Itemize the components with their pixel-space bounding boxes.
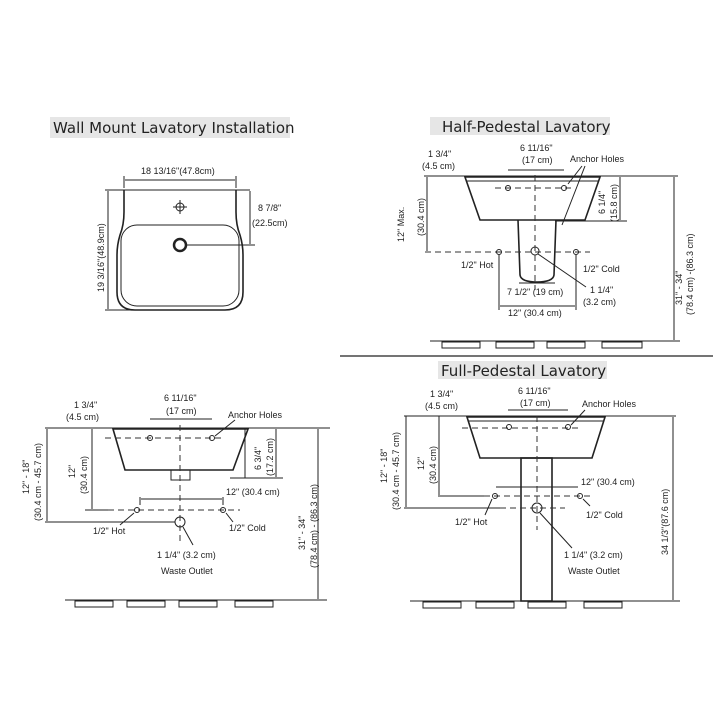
depth-cm: (15.8 cm) bbox=[609, 184, 619, 222]
supply-height-in: 12" bbox=[67, 465, 77, 478]
supply-height-cm: (30.4 cm) bbox=[428, 446, 438, 484]
anchor-holes-label: Anchor Holes bbox=[570, 154, 625, 164]
height-in: 31" - 34" bbox=[297, 516, 307, 550]
drain-distance-in: 8 7/8" bbox=[258, 203, 281, 213]
full-pedestal-title: Full-Pedestal Lavatory bbox=[441, 362, 606, 380]
anchor-holes-label: Anchor Holes bbox=[228, 410, 283, 420]
anchor-spacing-cm: (17 cm) bbox=[166, 406, 197, 416]
basin-side bbox=[111, 428, 250, 471]
range-cm: (30.4 cm - 45.7 cm) bbox=[33, 443, 43, 521]
waste-size-cm: (3.2 cm) bbox=[583, 297, 616, 307]
waste-size: 1 1/4" (3.2 cm) bbox=[157, 550, 216, 560]
waste-outlet-label: Waste Outlet bbox=[161, 566, 213, 576]
offset-cm: (4.5 cm) bbox=[425, 401, 458, 411]
anchor-spacing-cm: (17 cm) bbox=[522, 155, 553, 165]
depth-label: 19 3/16"(48.9cm) bbox=[96, 223, 106, 292]
waste-size-in: 1 1/4" bbox=[590, 285, 613, 295]
wall-mount-title: Wall Mount Lavatory Installation bbox=[53, 119, 295, 137]
hot-label: 1/2" Hot bbox=[93, 526, 126, 536]
height-cm: (78.4 cm) -(86.3 cm) bbox=[685, 233, 695, 315]
cold-supply bbox=[577, 493, 583, 499]
max-height-cm: (30.4 cm) bbox=[416, 198, 426, 236]
wall-mount-side-view: 1 3/4" (4.5 cm) 6 11/16" (17 cm) Anchor … bbox=[21, 393, 330, 608]
wall-mount-top-view: Wall Mount Lavatory Installation 18 13/1… bbox=[50, 117, 295, 311]
hot-supply bbox=[496, 249, 502, 255]
drain-distance-cm: (22.5cm) bbox=[252, 218, 288, 228]
offset-cm: (4.5 cm) bbox=[422, 161, 455, 171]
offset-in: 1 3/4" bbox=[428, 149, 451, 159]
supply-spacing: 12" (30.4 cm) bbox=[581, 477, 635, 487]
waste-outlet bbox=[530, 246, 540, 256]
supply-height-in: 12" bbox=[416, 457, 426, 470]
height-cm: (78.4 cm) - (86.3 cm) bbox=[309, 484, 319, 568]
height-in: 31" - 34" bbox=[674, 271, 684, 305]
hot-label: 1/2" Hot bbox=[455, 517, 488, 527]
supply-spacing: 12" (30.4 cm) bbox=[508, 308, 562, 318]
depth-in: 6 3/4" bbox=[253, 447, 263, 470]
hot-label: 1/2" Hot bbox=[461, 260, 494, 270]
height-label: 34 1/3"(87.6 cm) bbox=[660, 489, 670, 555]
offset-cm: (4.5 cm) bbox=[66, 412, 99, 422]
hot-supply bbox=[134, 507, 140, 513]
half-pedestal-title: Half-Pedestal Lavatory bbox=[442, 118, 611, 136]
anchor-spacing-in: 6 11/16" bbox=[164, 393, 197, 403]
max-height-in: 12" Max. bbox=[396, 207, 406, 242]
basin-side bbox=[463, 176, 602, 221]
cold-supply bbox=[220, 507, 226, 513]
waste-size: 1 1/4" (3.2 cm) bbox=[564, 550, 623, 560]
waste-outlet-label: Waste Outlet bbox=[568, 566, 620, 576]
supply-height-cm: (30.4 cm) bbox=[79, 456, 89, 494]
range-cm: (30.4 cm - 45.7 cm) bbox=[391, 432, 401, 510]
anchor-spacing-in: 6 11/16" bbox=[520, 143, 553, 153]
basin-bowl bbox=[120, 224, 240, 307]
title-bar bbox=[50, 117, 290, 138]
full-pedestal-view: Full-Pedestal Lavatory 1 3/4" (4.5 cm) 6… bbox=[379, 361, 680, 609]
half-pedestal-view: Half-Pedestal Lavatory 1 3/4" (4.5 cm) 6… bbox=[396, 117, 695, 349]
waste-outlet bbox=[531, 502, 543, 514]
hot-supply bbox=[492, 493, 498, 499]
basin-side bbox=[465, 416, 607, 459]
range-in: 12" - 18" bbox=[21, 460, 31, 494]
cold-label: 1/2" Cold bbox=[229, 523, 266, 533]
drain-hole bbox=[172, 237, 188, 253]
cold-label: 1/2" Cold bbox=[583, 264, 620, 274]
width-label: 18 13/16"(47.8cm) bbox=[141, 166, 215, 176]
range-in: 12" - 18" bbox=[379, 449, 389, 483]
half-pedestal bbox=[517, 219, 557, 283]
supply-spacing: 12" (30.4 cm) bbox=[226, 487, 280, 497]
anchor-spacing-cm: (17 cm) bbox=[520, 398, 551, 408]
cold-supply bbox=[573, 249, 579, 255]
pedestal-width: 7 1/2" (19 cm) bbox=[507, 287, 563, 297]
offset-in: 1 3/4" bbox=[74, 400, 97, 410]
waste-outlet bbox=[174, 516, 186, 528]
cold-label: 1/2" Cold bbox=[586, 510, 623, 520]
depth-in: 6 1/4" bbox=[597, 191, 607, 214]
anchor-spacing-in: 6 11/16" bbox=[518, 386, 551, 396]
anchor-holes-label: Anchor Holes bbox=[582, 399, 637, 409]
depth-cm: (17.2 cm) bbox=[265, 438, 275, 476]
offset-in: 1 3/4" bbox=[430, 389, 453, 399]
basin-outline bbox=[116, 190, 244, 311]
